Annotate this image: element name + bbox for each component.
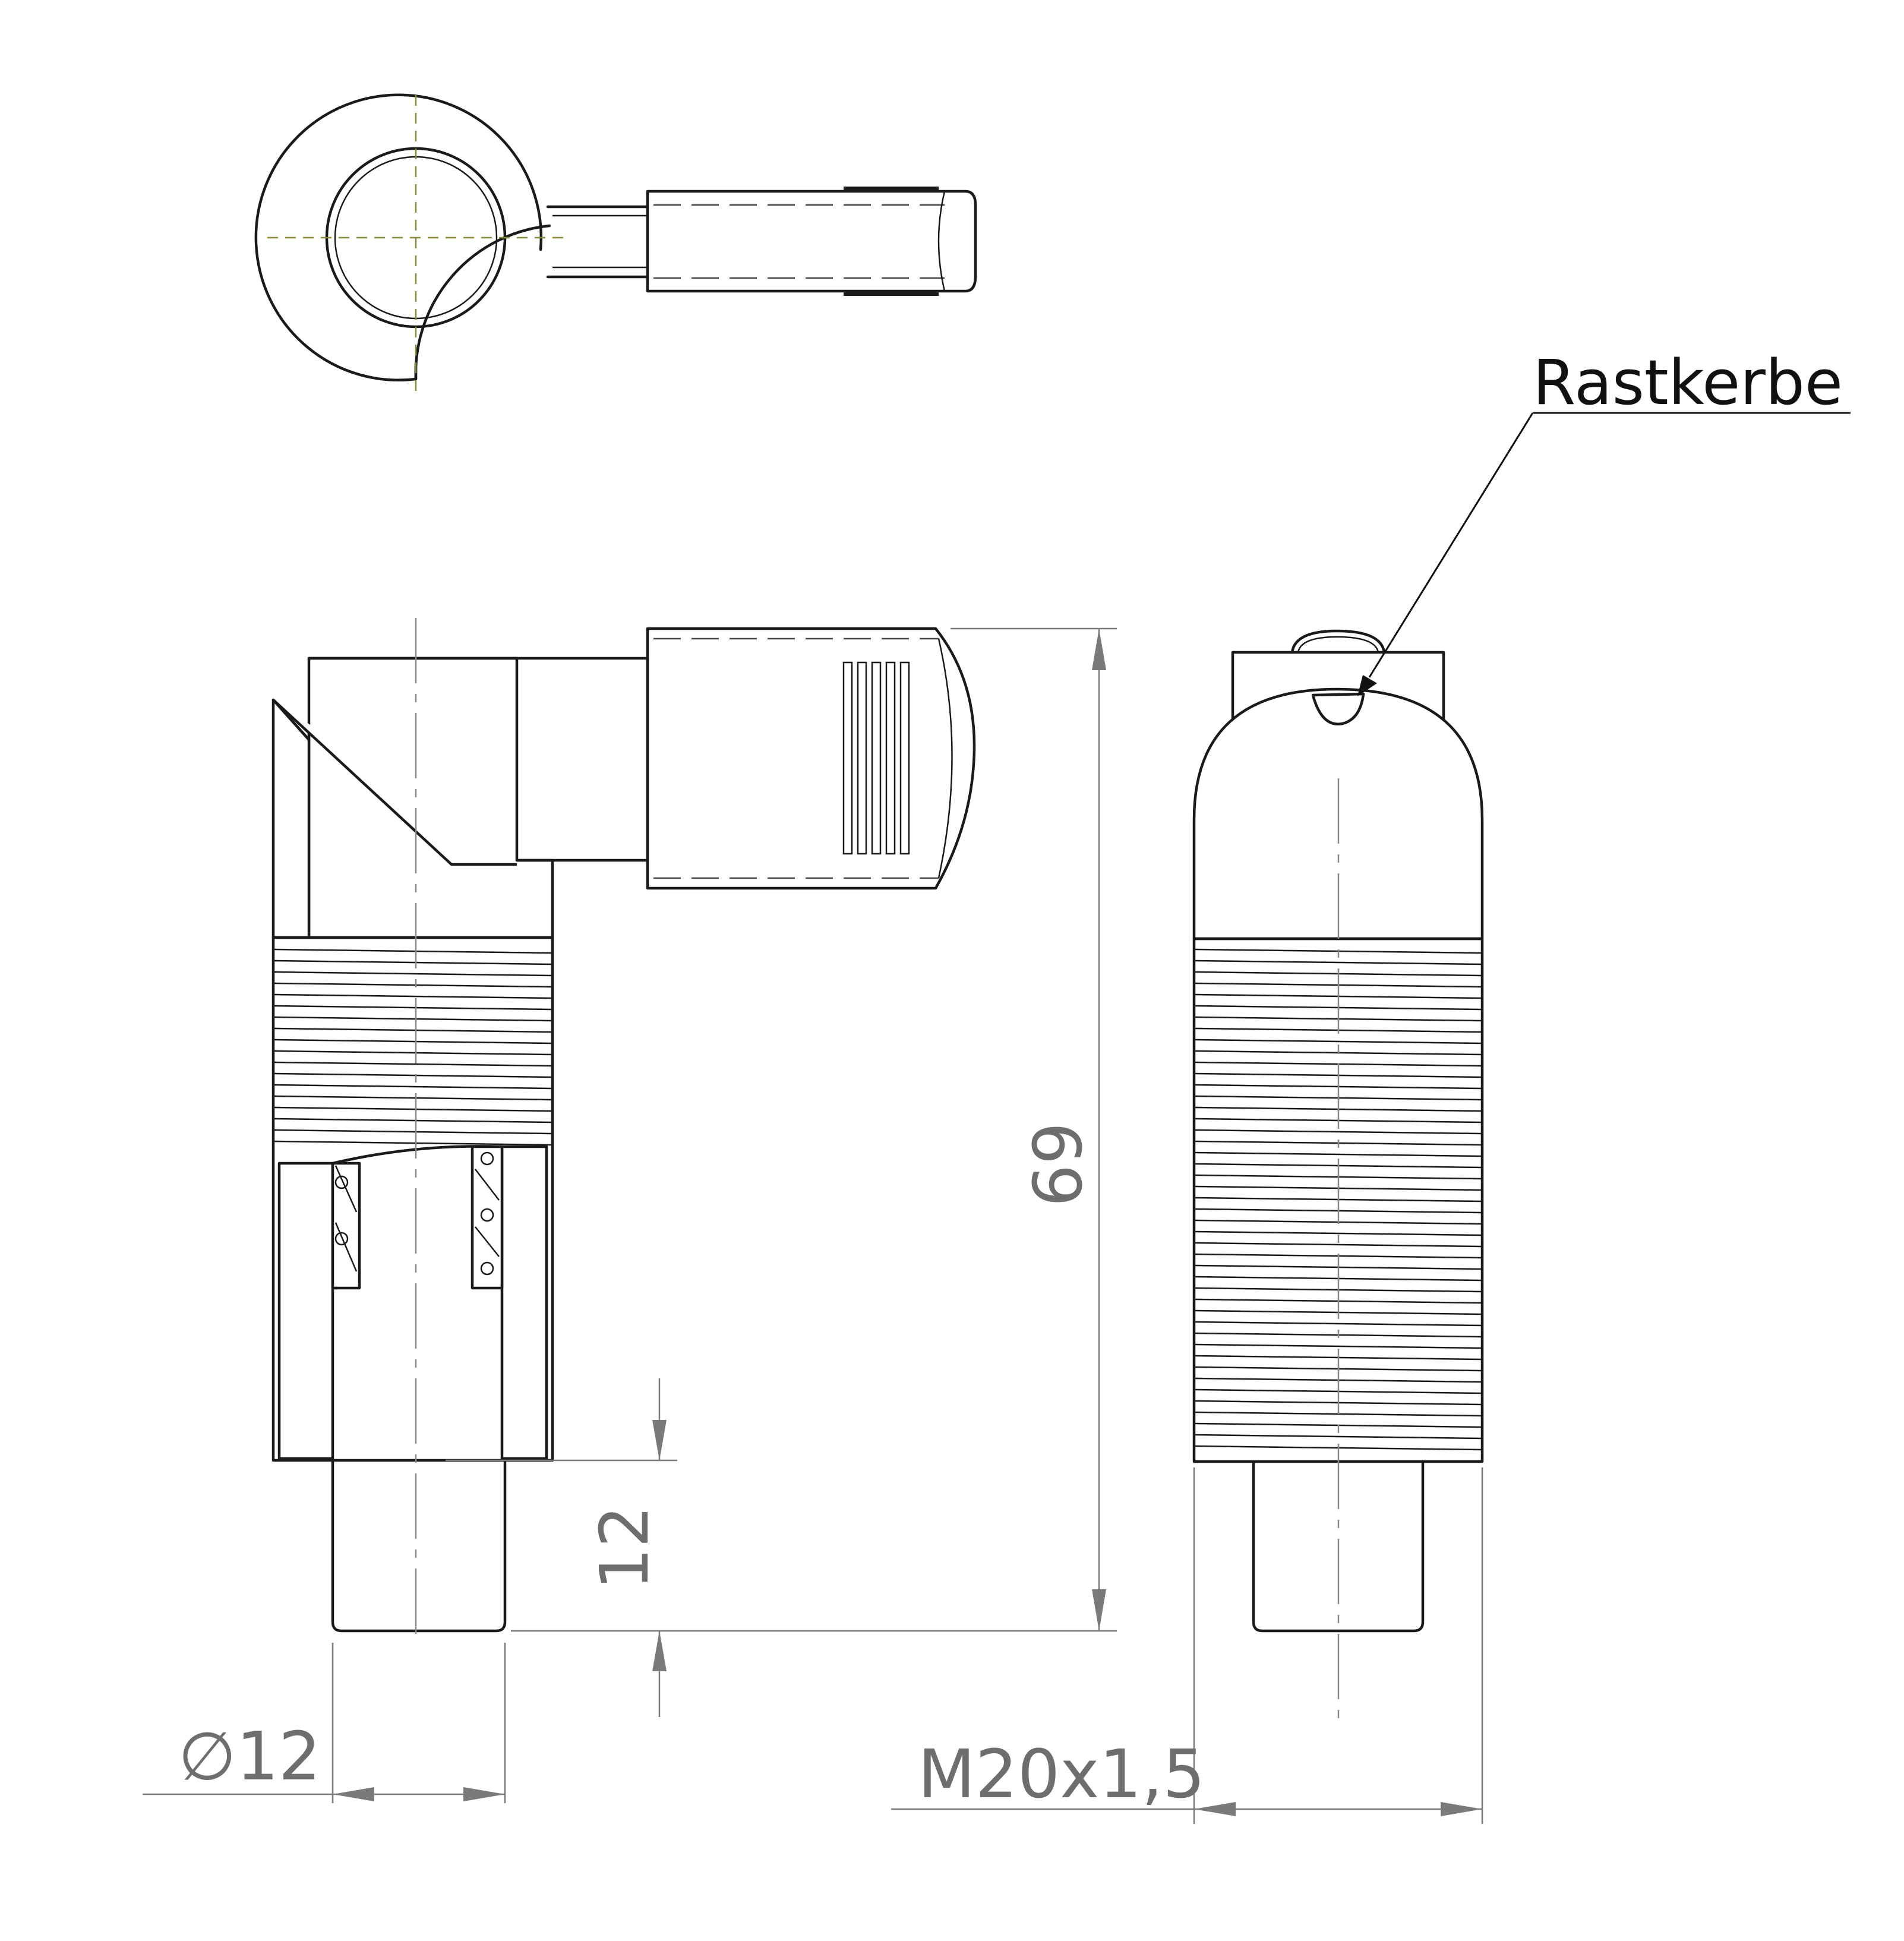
dim-thread-label: M20x1,5 <box>918 1736 1205 1813</box>
dim-pin-protrusion-label: 12 <box>586 1506 664 1590</box>
thread-line <box>1195 1434 1482 1440</box>
dimension-thread: M20x1,5 <box>891 1467 1483 1824</box>
spring-coils <box>334 1151 500 1276</box>
thread-line <box>274 1072 552 1078</box>
thread-line <box>1195 1242 1482 1248</box>
thread-line <box>274 960 552 965</box>
thread-line <box>1195 1151 1482 1157</box>
grip-ribs-front <box>842 661 910 855</box>
front-view <box>271 618 976 1634</box>
thread-line <box>274 1027 552 1033</box>
thread-line <box>274 1061 552 1067</box>
dimension-pin-diameter: ∅12 <box>143 1643 506 1803</box>
thread-line <box>274 948 552 954</box>
thread-line <box>274 1106 552 1112</box>
dimension-length: 69 <box>511 627 1117 1632</box>
thread-line <box>274 1129 552 1135</box>
thread-line <box>1195 1230 1482 1236</box>
thread-line <box>274 993 552 999</box>
side-view <box>1192 629 1484 1723</box>
thread-line <box>274 1005 552 1011</box>
dim-length-label: 69 <box>1020 1122 1097 1207</box>
thread-line <box>1195 1039 1482 1044</box>
thread-front <box>271 936 554 1462</box>
grip-ribs-top <box>844 187 939 296</box>
callout-leader: Rastkerbe <box>1357 346 1851 696</box>
thread-line <box>274 982 552 988</box>
top-view <box>254 93 977 392</box>
dim-pin-diameter-label: ∅12 <box>178 1718 321 1795</box>
thread-line <box>274 1118 552 1123</box>
thread-line <box>274 1039 552 1044</box>
callout-label: Rastkerbe <box>1533 346 1843 419</box>
thread-line <box>274 1140 552 1146</box>
thread-line <box>274 1084 552 1090</box>
thread-line <box>1195 1321 1482 1327</box>
thread-line <box>1195 1343 1482 1349</box>
thread-line <box>274 1016 552 1022</box>
thread-line <box>274 1095 552 1101</box>
thread-line <box>274 1050 552 1056</box>
thread-line <box>274 971 552 977</box>
thread-line <box>1195 960 1482 965</box>
thread-line <box>1195 1129 1482 1135</box>
dimension-pin-protrusion: 12 <box>446 1378 677 1717</box>
